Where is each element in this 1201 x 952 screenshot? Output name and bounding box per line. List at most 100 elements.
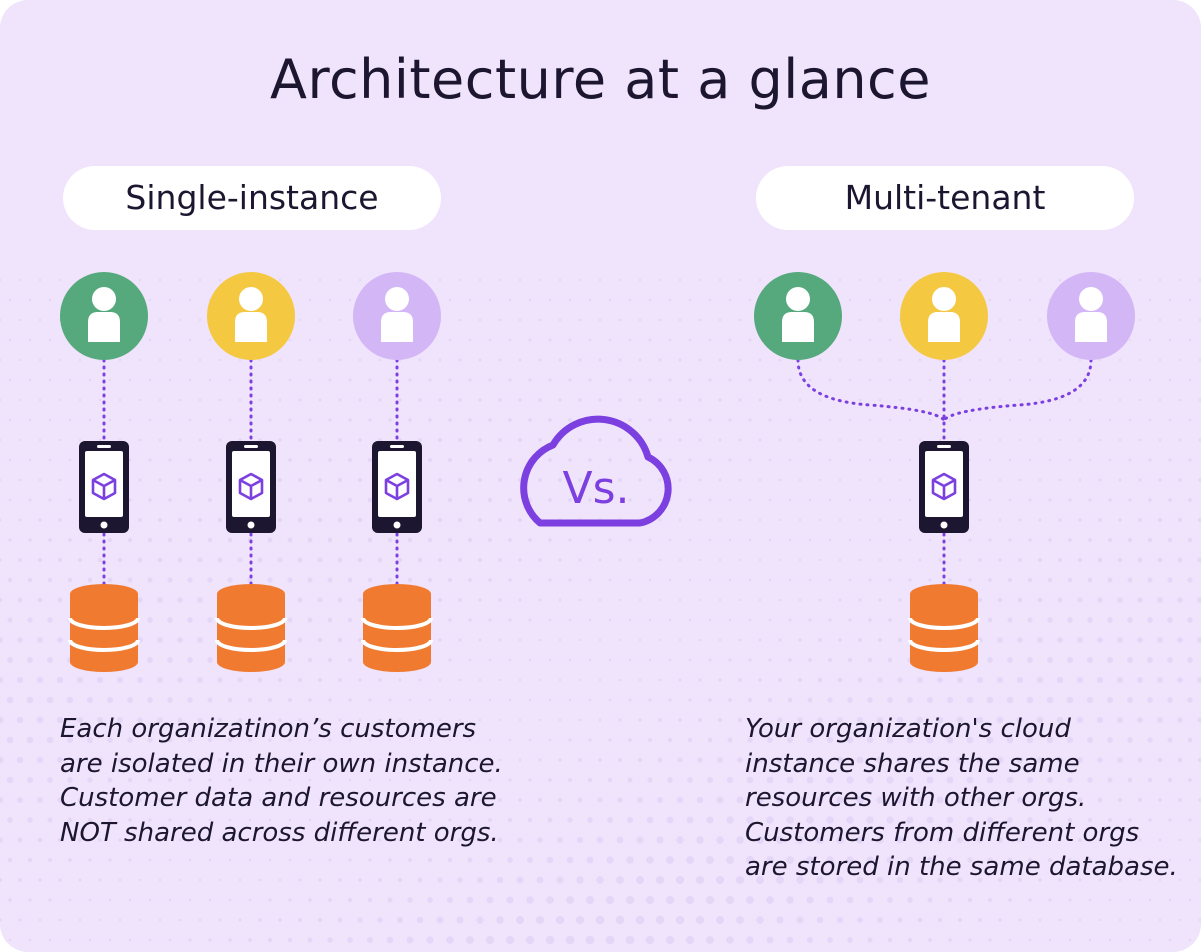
background-dot — [1108, 378, 1112, 382]
background-dot — [827, 697, 833, 703]
background-dot — [107, 537, 113, 543]
background-dot — [946, 696, 954, 704]
background-dot — [986, 736, 994, 744]
background-dot — [538, 278, 542, 282]
background-dot — [28, 338, 32, 342]
background-dot — [148, 338, 152, 342]
background-dot — [896, 716, 904, 724]
background-dot — [56, 676, 64, 684]
background-dot — [678, 398, 682, 402]
background-dot — [167, 577, 173, 583]
background-dot — [467, 497, 473, 503]
background-dot — [737, 717, 743, 723]
background-dot — [1158, 278, 1162, 282]
background-dot — [287, 497, 293, 503]
background-dot — [1026, 736, 1034, 744]
background-dot — [127, 577, 133, 583]
background-dot — [668, 418, 672, 422]
background-dot — [578, 558, 582, 562]
background-dot — [518, 758, 522, 762]
background-dot — [677, 757, 683, 763]
background-dot — [288, 378, 292, 382]
background-dot — [798, 398, 802, 402]
background-dot — [748, 498, 752, 502]
background-dot — [418, 438, 422, 442]
background-dot — [508, 538, 512, 542]
background-dot — [478, 678, 482, 682]
background-dot — [757, 717, 763, 723]
background-dot — [628, 458, 632, 462]
background-dot — [858, 278, 862, 282]
background-dot — [208, 378, 212, 382]
background-dot — [948, 538, 952, 542]
background-dot — [1168, 418, 1172, 422]
background-dot — [498, 398, 502, 402]
background-dot — [808, 378, 812, 382]
background-dot — [1047, 577, 1053, 583]
background-dot — [1128, 458, 1132, 462]
background-dot — [868, 298, 872, 302]
background-dot — [0, 637, 3, 643]
background-dot — [847, 697, 853, 703]
background-dot — [428, 378, 432, 382]
background-dot — [318, 318, 322, 322]
background-dot — [838, 518, 842, 522]
background-dot — [46, 696, 54, 704]
background-dot — [966, 696, 974, 704]
background-dot — [478, 398, 482, 402]
background-dot — [307, 617, 313, 623]
background-dot — [428, 418, 432, 422]
background-dot — [1036, 676, 1044, 684]
background-dot — [8, 538, 12, 542]
background-dot — [1148, 498, 1152, 502]
background-dot — [197, 597, 203, 603]
background-dot — [278, 758, 282, 762]
background-dot — [718, 318, 722, 322]
background-dot — [978, 478, 982, 482]
background-dot — [68, 458, 72, 462]
background-dot — [738, 278, 742, 282]
background-dot — [347, 537, 353, 543]
background-dot — [816, 756, 824, 764]
background-dot — [1187, 697, 1193, 703]
background-dot — [796, 756, 804, 764]
background-dot — [447, 457, 453, 463]
background-dot — [657, 757, 663, 763]
background-dot — [768, 378, 772, 382]
background-dot — [307, 537, 313, 543]
background-dot — [1137, 597, 1143, 603]
background-dot — [7, 657, 13, 663]
background-dot — [167, 537, 173, 543]
background-dot — [1148, 418, 1152, 422]
background-dot — [648, 298, 652, 302]
background-dot — [558, 558, 562, 562]
background-dot — [208, 338, 212, 342]
background-dot — [528, 538, 532, 542]
background-dot — [698, 318, 702, 322]
background-dot — [197, 757, 203, 763]
background-dot — [648, 378, 652, 382]
background-dot — [36, 716, 44, 724]
background-dot — [297, 517, 303, 523]
background-dot — [808, 458, 812, 462]
background-dot — [467, 457, 473, 463]
background-dot — [996, 756, 1004, 764]
background-dot — [158, 438, 162, 442]
background-dot — [538, 438, 542, 442]
background-dot — [1178, 358, 1182, 362]
background-dot — [1096, 716, 1104, 724]
background-dot — [936, 756, 944, 764]
background-dot — [8, 458, 12, 462]
background-dot — [588, 738, 592, 742]
background-dot — [798, 478, 802, 482]
background-dot — [48, 458, 52, 462]
background-dot — [358, 358, 362, 362]
background-dot — [1167, 617, 1173, 623]
background-dot — [1027, 657, 1033, 663]
background-dot — [1177, 517, 1183, 523]
background-dot — [297, 557, 303, 563]
background-dot — [497, 477, 503, 483]
background-dot — [1048, 338, 1052, 342]
background-dot — [387, 537, 393, 543]
background-dot — [658, 478, 662, 482]
